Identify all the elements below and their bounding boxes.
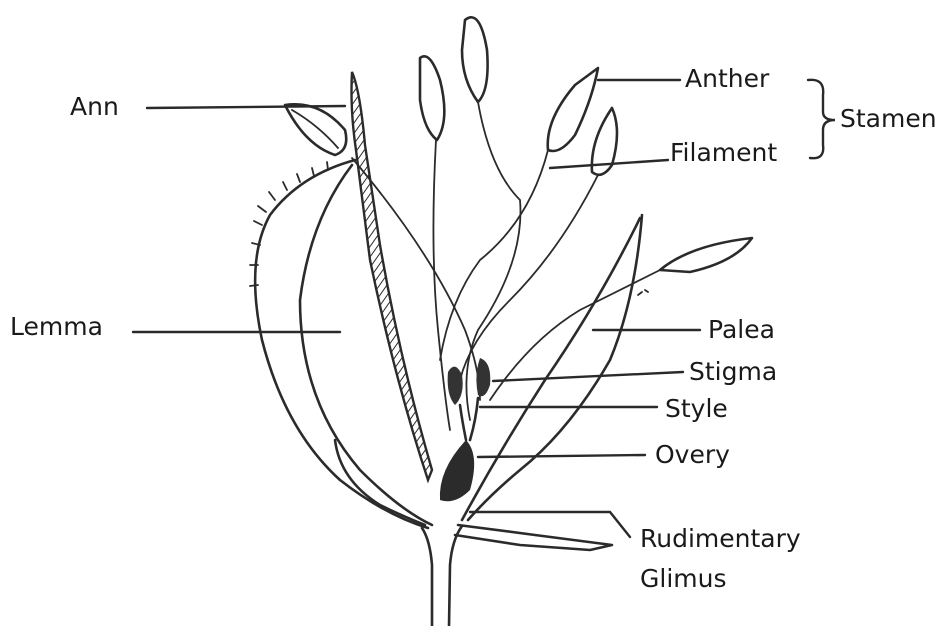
label-stamen: Stamen (840, 106, 937, 131)
pointer-filament (550, 160, 668, 168)
awn-shape (352, 72, 433, 480)
pointer-rudimentary (470, 512, 630, 537)
label-palea: Palea (708, 317, 775, 342)
lemma-shape (250, 160, 432, 528)
label-anther: Anther (685, 66, 769, 91)
pointer-stigma (493, 372, 683, 381)
label-rudimentary: Rudimentary (640, 526, 801, 551)
label-style: Style (665, 396, 728, 421)
palea-shape (462, 215, 648, 520)
label-ovary: Overy (655, 442, 730, 467)
label-awn: Ann (70, 94, 119, 119)
pistil-shape (440, 358, 490, 501)
label-glumes: Glimus (640, 566, 727, 591)
label-lemma: Lemma (10, 314, 103, 339)
pointer-ovary (478, 455, 645, 457)
stamen-brace (808, 80, 835, 158)
label-stigma: Stigma (689, 359, 777, 384)
label-filament: Filament (670, 140, 777, 165)
stem (422, 526, 462, 626)
